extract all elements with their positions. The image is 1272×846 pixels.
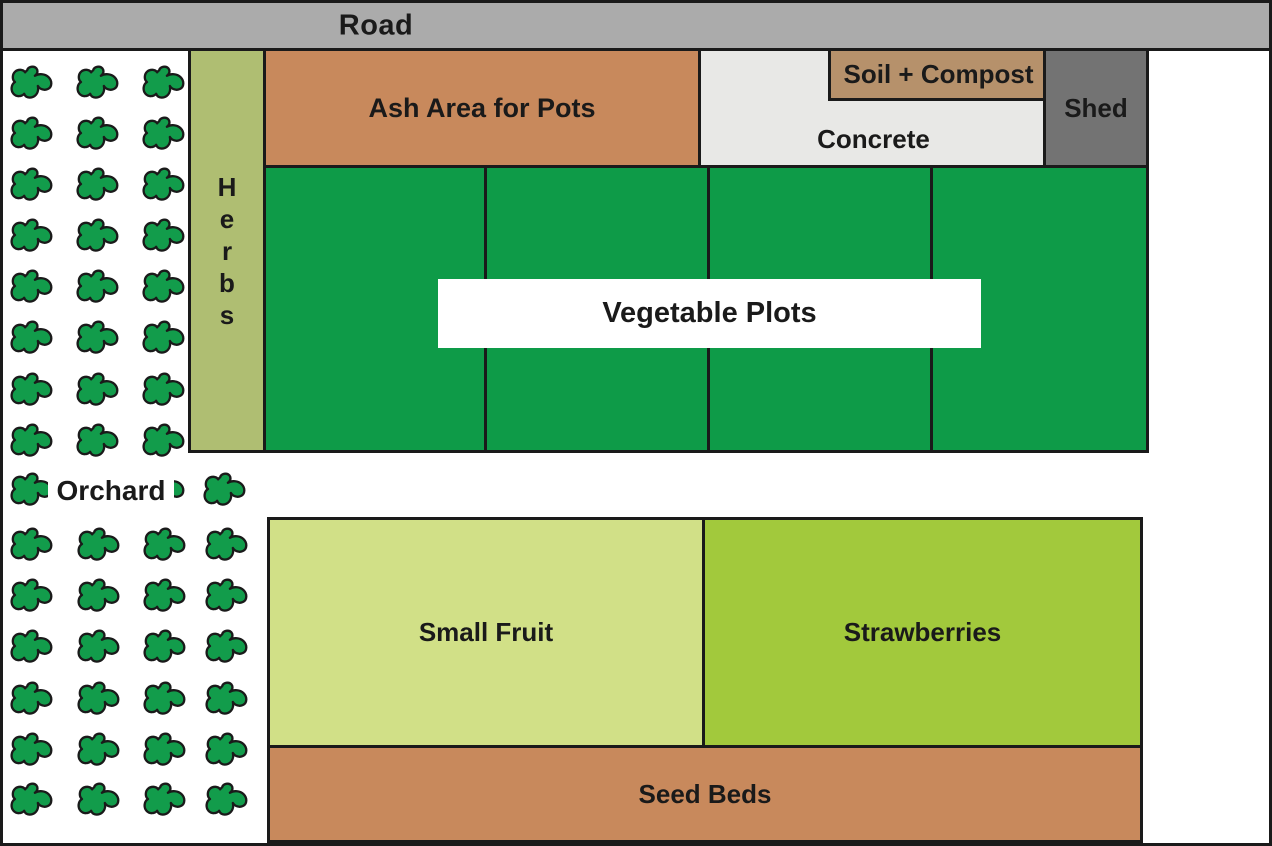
tree-icon <box>76 320 121 359</box>
tree-icon <box>142 372 187 411</box>
herbs-letter: e <box>219 203 235 234</box>
tree-icon <box>205 681 250 720</box>
tree-icon <box>10 629 55 668</box>
tree-icon <box>142 269 187 308</box>
tree-icon <box>76 65 121 104</box>
tree-icon <box>10 578 55 617</box>
tree-icon <box>142 423 187 462</box>
strawberries-area: Strawberries <box>702 517 1143 748</box>
tree-icon <box>10 65 55 104</box>
small-fruit-area: Small Fruit <box>267 517 705 748</box>
tree-icon <box>10 732 55 771</box>
tree-icon <box>205 782 250 821</box>
tree-icon <box>10 681 55 720</box>
herbs-letter: b <box>219 267 235 298</box>
tree-icon <box>143 782 188 821</box>
vegetable-plots-area: Vegetable Plots <box>263 165 1149 453</box>
vegetable-plots-label-box: Vegetable Plots <box>438 279 981 348</box>
tree-icon <box>143 681 188 720</box>
tree-icon <box>77 782 122 821</box>
tree-icon <box>205 629 250 668</box>
road-label: Road <box>338 9 414 41</box>
tree-icon <box>143 732 188 771</box>
shed-label: Shed <box>1064 92 1128 123</box>
tree-icon <box>77 629 122 668</box>
tree-icon <box>10 320 55 359</box>
soil-compost-area: Soil + Compost <box>828 48 1049 101</box>
herbs-letter: s <box>219 299 235 330</box>
tree-icon <box>76 423 121 462</box>
tree-icon <box>142 116 187 155</box>
tree-icon <box>77 732 122 771</box>
small-fruit-label: Small Fruit <box>418 617 554 647</box>
vegetable-plots-label: Vegetable Plots <box>602 297 817 329</box>
tree-icon <box>205 578 250 617</box>
tree-icon <box>77 527 122 566</box>
tree-icon <box>205 527 250 566</box>
seed-beds-label: Seed Beds <box>638 778 772 809</box>
road-area: Road <box>3 3 1269 51</box>
tree-icon <box>10 116 55 155</box>
tree-icon <box>76 116 121 155</box>
tree-icon <box>142 167 187 206</box>
tree-icon <box>10 782 55 821</box>
concrete-label: Concrete <box>817 124 930 154</box>
tree-icon <box>10 218 55 257</box>
tree-icon <box>205 732 250 771</box>
tree-icon <box>143 527 188 566</box>
tree-icon <box>76 218 121 257</box>
herbs-letter: r <box>221 235 233 266</box>
tree-icon <box>10 423 55 462</box>
tree-icon <box>142 65 187 104</box>
tree-icon <box>143 629 188 668</box>
herbs-letter: H <box>217 171 237 202</box>
tree-icon <box>143 578 188 617</box>
tree-icon <box>77 681 122 720</box>
strawberries-label: Strawberries <box>843 617 1002 647</box>
orchard-label-box: Orchard <box>48 472 174 510</box>
tree-icon <box>10 372 55 411</box>
tree-icon <box>76 372 121 411</box>
tree-icon <box>76 269 121 308</box>
tree-icon <box>76 167 121 206</box>
tree-icon <box>77 578 122 617</box>
shed-area: Shed <box>1043 48 1149 168</box>
ash-area-label: Ash Area for Pots <box>368 92 596 123</box>
tree-icon <box>142 320 187 359</box>
tree-icon <box>10 269 55 308</box>
ash-area: Ash Area for Pots <box>263 48 701 168</box>
soil-compost-label: Soil + Compost <box>843 59 1034 89</box>
tree-icon <box>10 167 55 206</box>
orchard-label: Orchard <box>56 475 166 506</box>
tree-icon <box>203 472 248 511</box>
tree-icon <box>142 218 187 257</box>
seed-beds-area: Seed Beds <box>267 745 1143 843</box>
tree-icon <box>10 527 55 566</box>
